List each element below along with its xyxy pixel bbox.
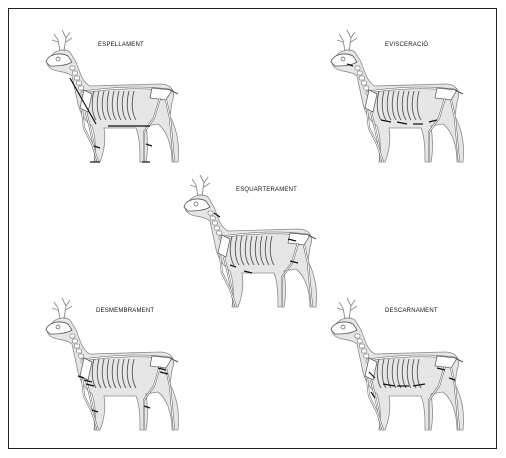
panel-label: DESCARNAMENT bbox=[385, 308, 438, 314]
deer-body bbox=[185, 195, 316, 307]
antlers bbox=[337, 30, 357, 51]
skull bbox=[46, 54, 72, 66]
skull bbox=[331, 54, 357, 66]
panel-label: ESPELLAMENT bbox=[98, 42, 144, 48]
skull bbox=[184, 199, 210, 211]
skull bbox=[46, 322, 72, 334]
panel-descarnament: DESCARNAMENT bbox=[305, 288, 485, 443]
deer-silhouette bbox=[46, 298, 179, 430]
deer-body bbox=[332, 318, 463, 430]
deer-silhouette bbox=[46, 30, 179, 162]
antlers bbox=[52, 30, 72, 51]
panel-evisceracio: EVISCERACIÓ bbox=[305, 20, 485, 175]
deer-silhouette bbox=[331, 298, 464, 430]
panel-desmembrament: DESMEMBRAMENT bbox=[20, 288, 200, 443]
antlers bbox=[52, 298, 72, 319]
deer-silhouette bbox=[331, 30, 464, 162]
panel-espellament: ESPELLAMENT bbox=[20, 20, 200, 175]
panel-label: ESQUARTERAMENT bbox=[236, 187, 297, 193]
skull bbox=[331, 322, 357, 334]
antlers bbox=[190, 175, 210, 196]
deer-body bbox=[332, 50, 463, 162]
panel-label: EVISCERACIÓ bbox=[385, 42, 428, 48]
panel-label: DESMEMBRAMENT bbox=[96, 308, 154, 314]
deer-silhouette bbox=[184, 175, 317, 307]
antlers bbox=[337, 298, 357, 319]
deer-body bbox=[47, 50, 178, 162]
deer-body bbox=[47, 318, 178, 430]
